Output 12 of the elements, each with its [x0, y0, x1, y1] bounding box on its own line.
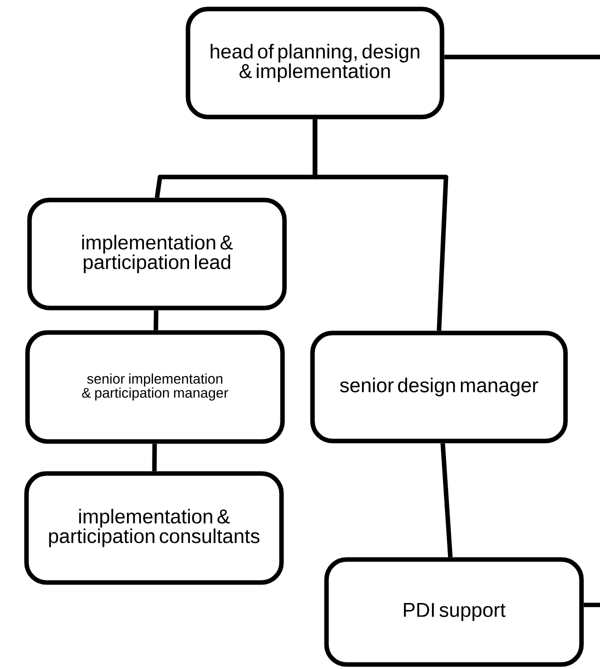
connector-line [444, 54, 600, 60]
connector-line [312, 119, 448, 331]
role-box: senior implementation & participation manager [25, 330, 285, 444]
role-box: implementation & participation lead [27, 198, 287, 310]
connector-line [154, 310, 158, 330]
connector-line [440, 443, 453, 558]
role-box: implementation & participation consultants [24, 471, 284, 585]
connector-line [584, 602, 600, 608]
role-box: PDI support [324, 557, 584, 667]
connector-line [152, 444, 157, 472]
role-box: senior design manager [310, 330, 568, 444]
role-box: head of planning, design & implementation [186, 6, 444, 120]
